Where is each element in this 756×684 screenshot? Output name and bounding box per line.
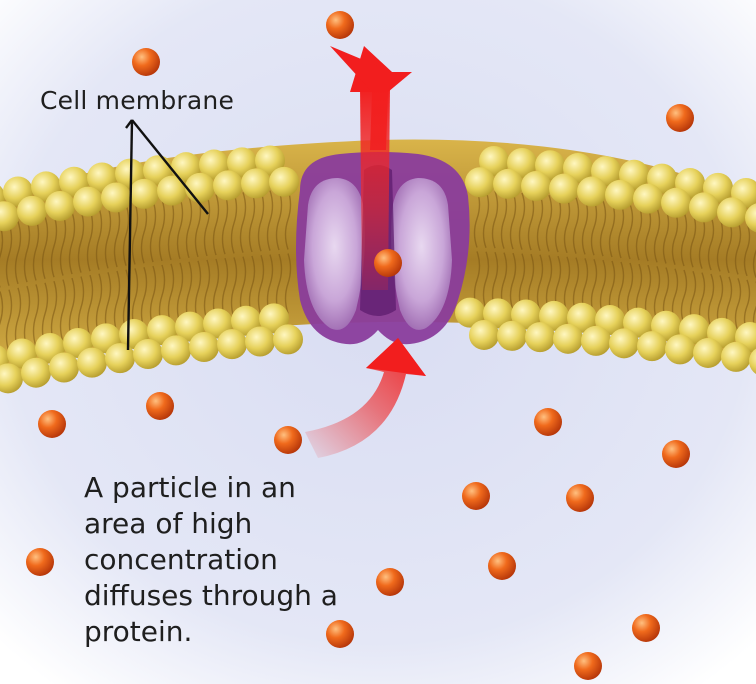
phospholipid-head — [129, 179, 159, 209]
phospholipid-head — [637, 331, 667, 361]
particle — [566, 484, 594, 512]
phospholipid-head — [721, 342, 751, 372]
phospholipid-head — [73, 187, 103, 217]
phospholipid-head — [105, 343, 135, 373]
phospholipid-head — [77, 348, 107, 378]
phospholipid-head — [665, 334, 695, 364]
phospholipid-head — [17, 196, 47, 226]
particle — [146, 392, 174, 420]
phospholipid-head — [717, 197, 747, 227]
phospholipid-head — [521, 171, 551, 201]
phospholipid-head — [245, 327, 275, 357]
phospholipid-head — [45, 191, 75, 221]
phospholipid-head — [185, 173, 215, 203]
caption: A particle in an area of high concentrat… — [84, 470, 338, 650]
particle — [666, 104, 694, 132]
phospholipid-head — [525, 322, 555, 352]
phospholipid-head — [469, 320, 499, 350]
phospholipid-head — [101, 183, 131, 213]
caption-line: A particle in an — [84, 470, 338, 506]
caption-line: protein. — [84, 614, 338, 650]
particle — [374, 249, 402, 277]
particle — [662, 440, 690, 468]
particle — [574, 652, 602, 680]
membrane-label: Cell membrane — [40, 86, 234, 115]
phospholipid-head — [577, 177, 607, 207]
phospholipid-head — [497, 321, 527, 351]
particle — [632, 614, 660, 642]
phospholipid-head — [133, 339, 163, 369]
phospholipid-head — [689, 192, 719, 222]
caption-line: concentration — [84, 542, 338, 578]
phospholipid-head — [49, 352, 79, 382]
phospholipid-head — [465, 167, 495, 197]
phospholipid-head — [241, 168, 271, 198]
phospholipid-head — [21, 358, 51, 388]
particle — [534, 408, 562, 436]
particle — [274, 426, 302, 454]
particle — [462, 482, 490, 510]
particle — [376, 568, 404, 596]
phospholipid-head — [161, 335, 191, 365]
phospholipid-head — [661, 188, 691, 218]
phospholipid-head — [269, 167, 299, 197]
particle — [38, 410, 66, 438]
phospholipid-head — [581, 326, 611, 356]
particle — [326, 11, 354, 39]
phospholipid-head — [553, 324, 583, 354]
particle — [26, 548, 54, 576]
phospholipid-head — [157, 176, 187, 206]
phospholipid-head — [605, 180, 635, 210]
phospholipid-head — [493, 169, 523, 199]
phospholipid-head — [609, 328, 639, 358]
phospholipid-head — [217, 329, 247, 359]
phospholipid-head — [189, 332, 219, 362]
phospholipid-head — [213, 170, 243, 200]
phospholipid-head — [693, 338, 723, 368]
phospholipid-head — [633, 184, 663, 214]
particle — [132, 48, 160, 76]
caption-line: area of high — [84, 506, 338, 542]
phospholipid-head — [273, 324, 303, 354]
particle — [488, 552, 516, 580]
phospholipid-head — [549, 174, 579, 204]
caption-line: diffuses through a — [84, 578, 338, 614]
